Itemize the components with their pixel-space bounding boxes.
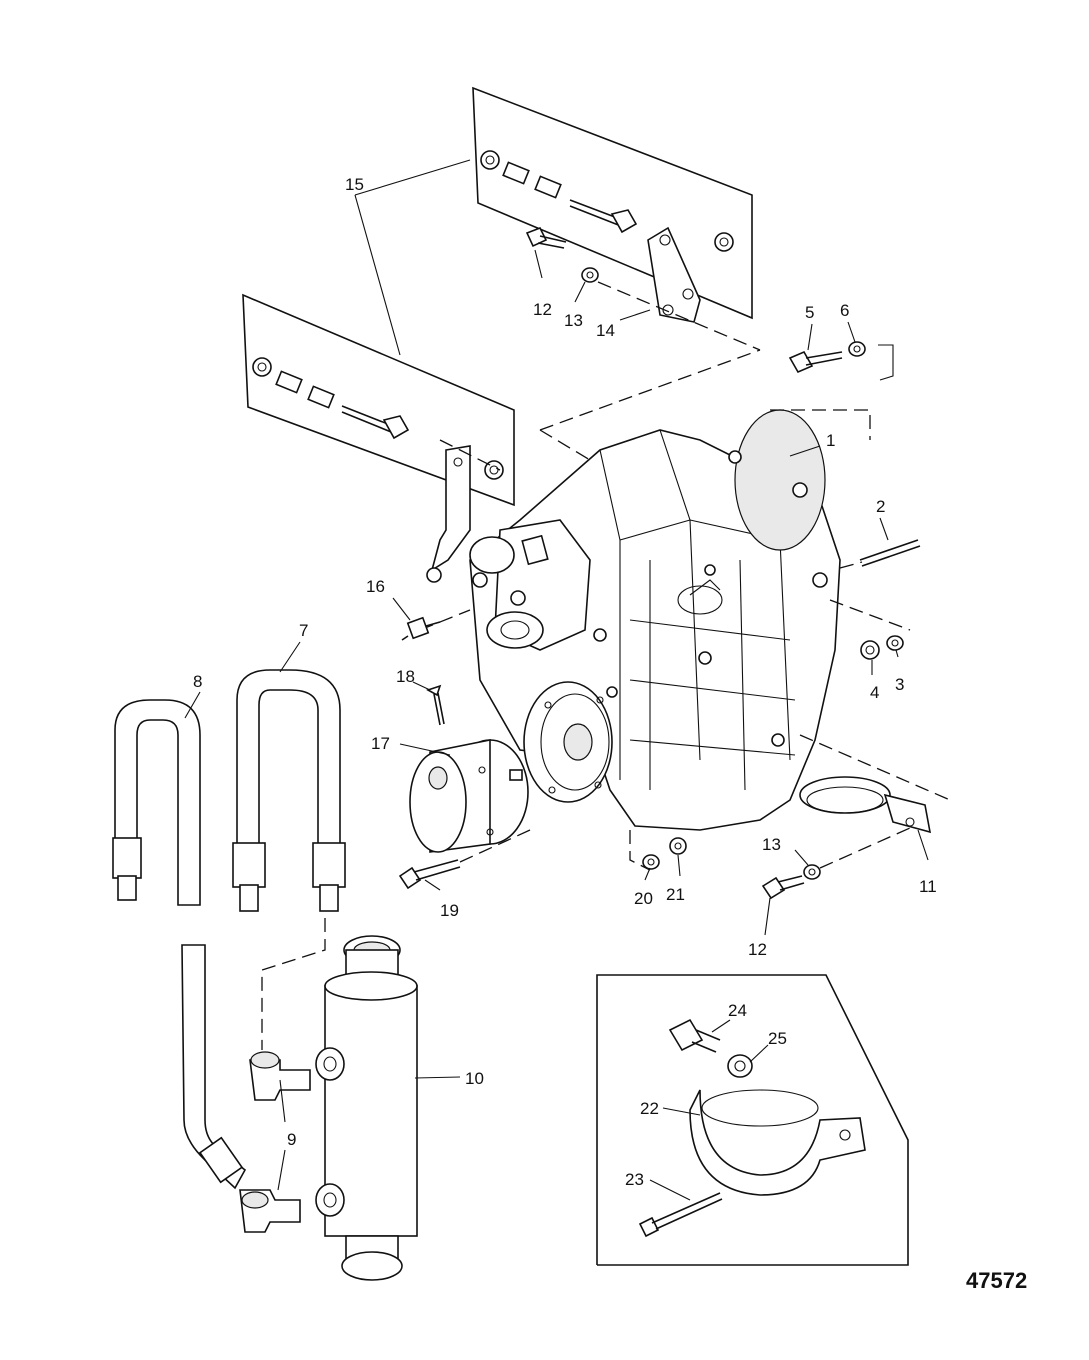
callout-20: 20 bbox=[634, 889, 653, 908]
callout-10: 10 bbox=[465, 1069, 484, 1088]
mount-lock-nut-icon bbox=[484, 460, 504, 480]
mount-nut-icon bbox=[252, 357, 272, 377]
callout-24: 24 bbox=[728, 1001, 747, 1020]
washer-25-icon bbox=[727, 1054, 753, 1078]
washer-3-icon bbox=[886, 635, 904, 651]
callout-12-upper: 12 bbox=[533, 300, 552, 319]
stud-2-icon bbox=[839, 539, 921, 569]
mount-spacer-icon bbox=[502, 161, 562, 199]
clamp-11-icon bbox=[799, 776, 932, 834]
clamp-22-icon bbox=[689, 1089, 866, 1196]
callout-6: 6 bbox=[840, 301, 849, 320]
hose-7-icon bbox=[232, 669, 346, 912]
mount-lock-nut-icon bbox=[714, 232, 734, 252]
callout-14: 14 bbox=[596, 321, 615, 340]
callout-8: 8 bbox=[193, 672, 202, 691]
screw-23-icon bbox=[638, 1192, 723, 1238]
bracket-kit-panel bbox=[596, 974, 909, 1266]
nut-21-icon bbox=[669, 837, 687, 855]
mount-bracket-icon bbox=[647, 226, 701, 323]
callout-16: 16 bbox=[366, 577, 385, 596]
callout-23: 23 bbox=[625, 1170, 644, 1189]
mount-stud-icon bbox=[341, 405, 410, 440]
callout-17: 17 bbox=[371, 734, 390, 753]
nut-4-icon bbox=[860, 640, 880, 660]
figure-number: 47572 bbox=[966, 1268, 1027, 1293]
screw-18-icon bbox=[426, 684, 445, 726]
callout-5: 5 bbox=[805, 303, 814, 322]
callout-4: 4 bbox=[870, 683, 879, 702]
callout-11: 11 bbox=[919, 877, 937, 896]
callout-1: 1 bbox=[826, 431, 835, 450]
mount-stud-icon bbox=[569, 199, 638, 234]
callout-2: 2 bbox=[876, 497, 885, 516]
sensor-16-icon bbox=[401, 616, 441, 641]
washer-20-icon bbox=[642, 854, 660, 870]
hose-8-icon bbox=[112, 699, 247, 1190]
screw-24-icon bbox=[668, 1018, 721, 1053]
upper-mount-kit-panel bbox=[472, 86, 761, 351]
callout-25: 25 bbox=[768, 1029, 787, 1048]
callout-13-lower: 13 bbox=[762, 835, 781, 854]
callout-13-upper: 13 bbox=[564, 311, 583, 330]
callout-19: 19 bbox=[440, 901, 459, 920]
callout-7: 7 bbox=[299, 621, 308, 640]
callout-labels: 15 12 13 14 5 6 1 2 16 7 8 4 3 18 17 13 … bbox=[193, 175, 1027, 1293]
lower-mount-kit-panel bbox=[242, 293, 515, 507]
drive-coupler bbox=[409, 739, 529, 853]
mount-nut-icon bbox=[480, 150, 500, 170]
washer-13-icon bbox=[581, 267, 599, 283]
screw-12-lower-icon bbox=[761, 875, 805, 900]
callout-12-lower: 12 bbox=[748, 940, 767, 959]
callout-21: 21 bbox=[666, 885, 685, 904]
screw-12-icon bbox=[525, 226, 567, 249]
washer-6-icon bbox=[848, 341, 866, 357]
leader-lines bbox=[184, 159, 929, 1201]
oil-cooler-10-icon bbox=[315, 935, 418, 1281]
mount-spacer-icon bbox=[275, 370, 335, 409]
washer-13-lower-icon bbox=[803, 864, 821, 880]
callout-3: 3 bbox=[895, 675, 904, 694]
callout-9: 9 bbox=[287, 1130, 296, 1149]
callout-22: 22 bbox=[640, 1099, 659, 1118]
output-flange bbox=[523, 681, 613, 803]
screw-5-icon bbox=[788, 350, 843, 374]
elbow-fitting-9-icon bbox=[239, 1051, 311, 1233]
callout-15: 15 bbox=[345, 175, 364, 194]
callout-18: 18 bbox=[396, 667, 415, 686]
screw-19-icon bbox=[398, 829, 531, 890]
